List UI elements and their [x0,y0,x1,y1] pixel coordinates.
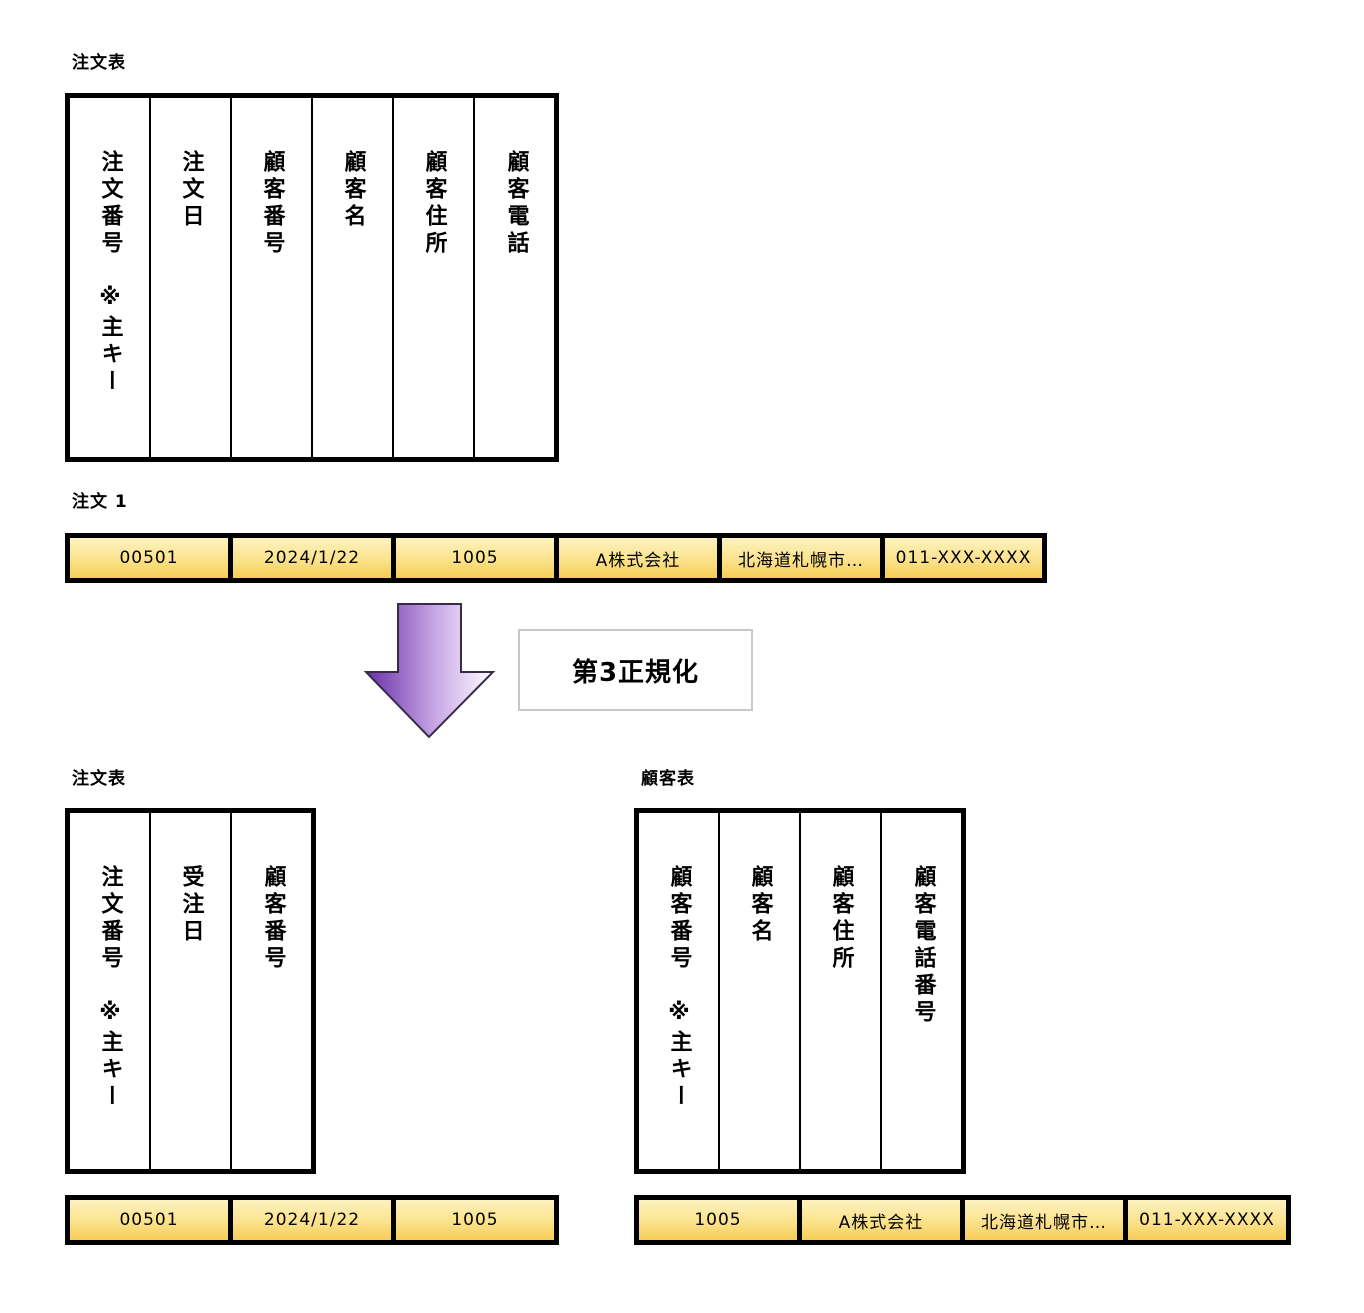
column-header: 顧客番号 [232,98,313,457]
customer-data-row: 1005 A株式会社 北海道札幌市… 011-XXX-XXXX [634,1195,1291,1245]
customer-header-table: 顧客番号 ※主キー 顧客名 顧客住所 顧客電話番号 [634,808,966,1174]
column-header: 顧客電話 [503,150,529,258]
before-row-label: 注文 1 [72,492,128,512]
order-table-label: 注文表 [72,769,126,789]
data-cell: 011-XXX-XXXX [885,538,1042,578]
data-cell: A株式会社 [802,1200,965,1240]
column-header: 受注日 [151,813,232,1169]
data-cell: 北海道札幌市… [965,1200,1128,1240]
data-cell: 1005 [396,1200,554,1240]
data-cell: 1005 [396,538,559,578]
data-cell: 00501 [70,538,233,578]
normalization-step-label: 第3正規化 [518,629,753,711]
column-header: 顧客住所 [801,813,882,1169]
before-data-row: 00501 2024/1/22 1005 A株式会社 北海道札幌市… 011-X… [65,533,1047,583]
data-cell: 00501 [70,1200,233,1240]
data-cell: A株式会社 [559,538,722,578]
data-cell: 1005 [639,1200,802,1240]
column-header: 顧客番号 ※主キー [639,813,720,1169]
order-header-table: 注文番号 ※主キー 受注日 顧客番号 [65,808,316,1174]
data-cell: 011-XXX-XXXX [1128,1200,1286,1240]
customer-table-label: 顧客表 [641,769,695,789]
column-header: 注文日 [151,98,232,457]
before-table-label: 注文表 [72,53,126,73]
column-header: 顧客電話番号 [910,865,936,1027]
column-header: 顧客名 [313,98,394,457]
down-arrow-icon [364,603,496,739]
column-header: 顧客番号 [260,865,286,973]
data-cell: 2024/1/22 [233,538,396,578]
before-header-table: 注文番号 ※主キー 注文日 顧客番号 顧客名 顧客住所 顧客電話 [65,93,559,462]
column-header: 顧客名 [720,813,801,1169]
order-data-row: 00501 2024/1/22 1005 [65,1195,559,1245]
column-header: 注文番号 ※主キー [70,813,151,1169]
column-header: 注文番号 ※主キー [70,98,151,457]
column-header: 顧客住所 [394,98,475,457]
data-cell: 2024/1/22 [233,1200,396,1240]
data-cell: 北海道札幌市… [722,538,885,578]
